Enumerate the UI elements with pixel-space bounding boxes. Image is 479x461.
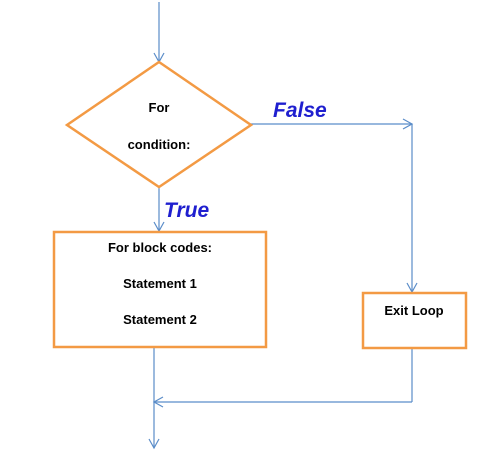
true-branch-label: True [164, 199, 209, 222]
decision-label-line1: For [149, 100, 170, 115]
loop-body-block [52, 230, 268, 349]
exit-loop-label: Exit Loop [384, 303, 443, 318]
loop-body-statement-2: Statement 2 [123, 312, 197, 327]
decision-diamond [64, 60, 254, 189]
loop-body-title: For block codes: [108, 240, 212, 255]
exit-loop-block [361, 291, 468, 350]
decision-label-line2: condition: [128, 137, 191, 152]
false-branch-label: False [273, 99, 327, 122]
loop-body-statement-1: Statement 1 [123, 276, 197, 291]
